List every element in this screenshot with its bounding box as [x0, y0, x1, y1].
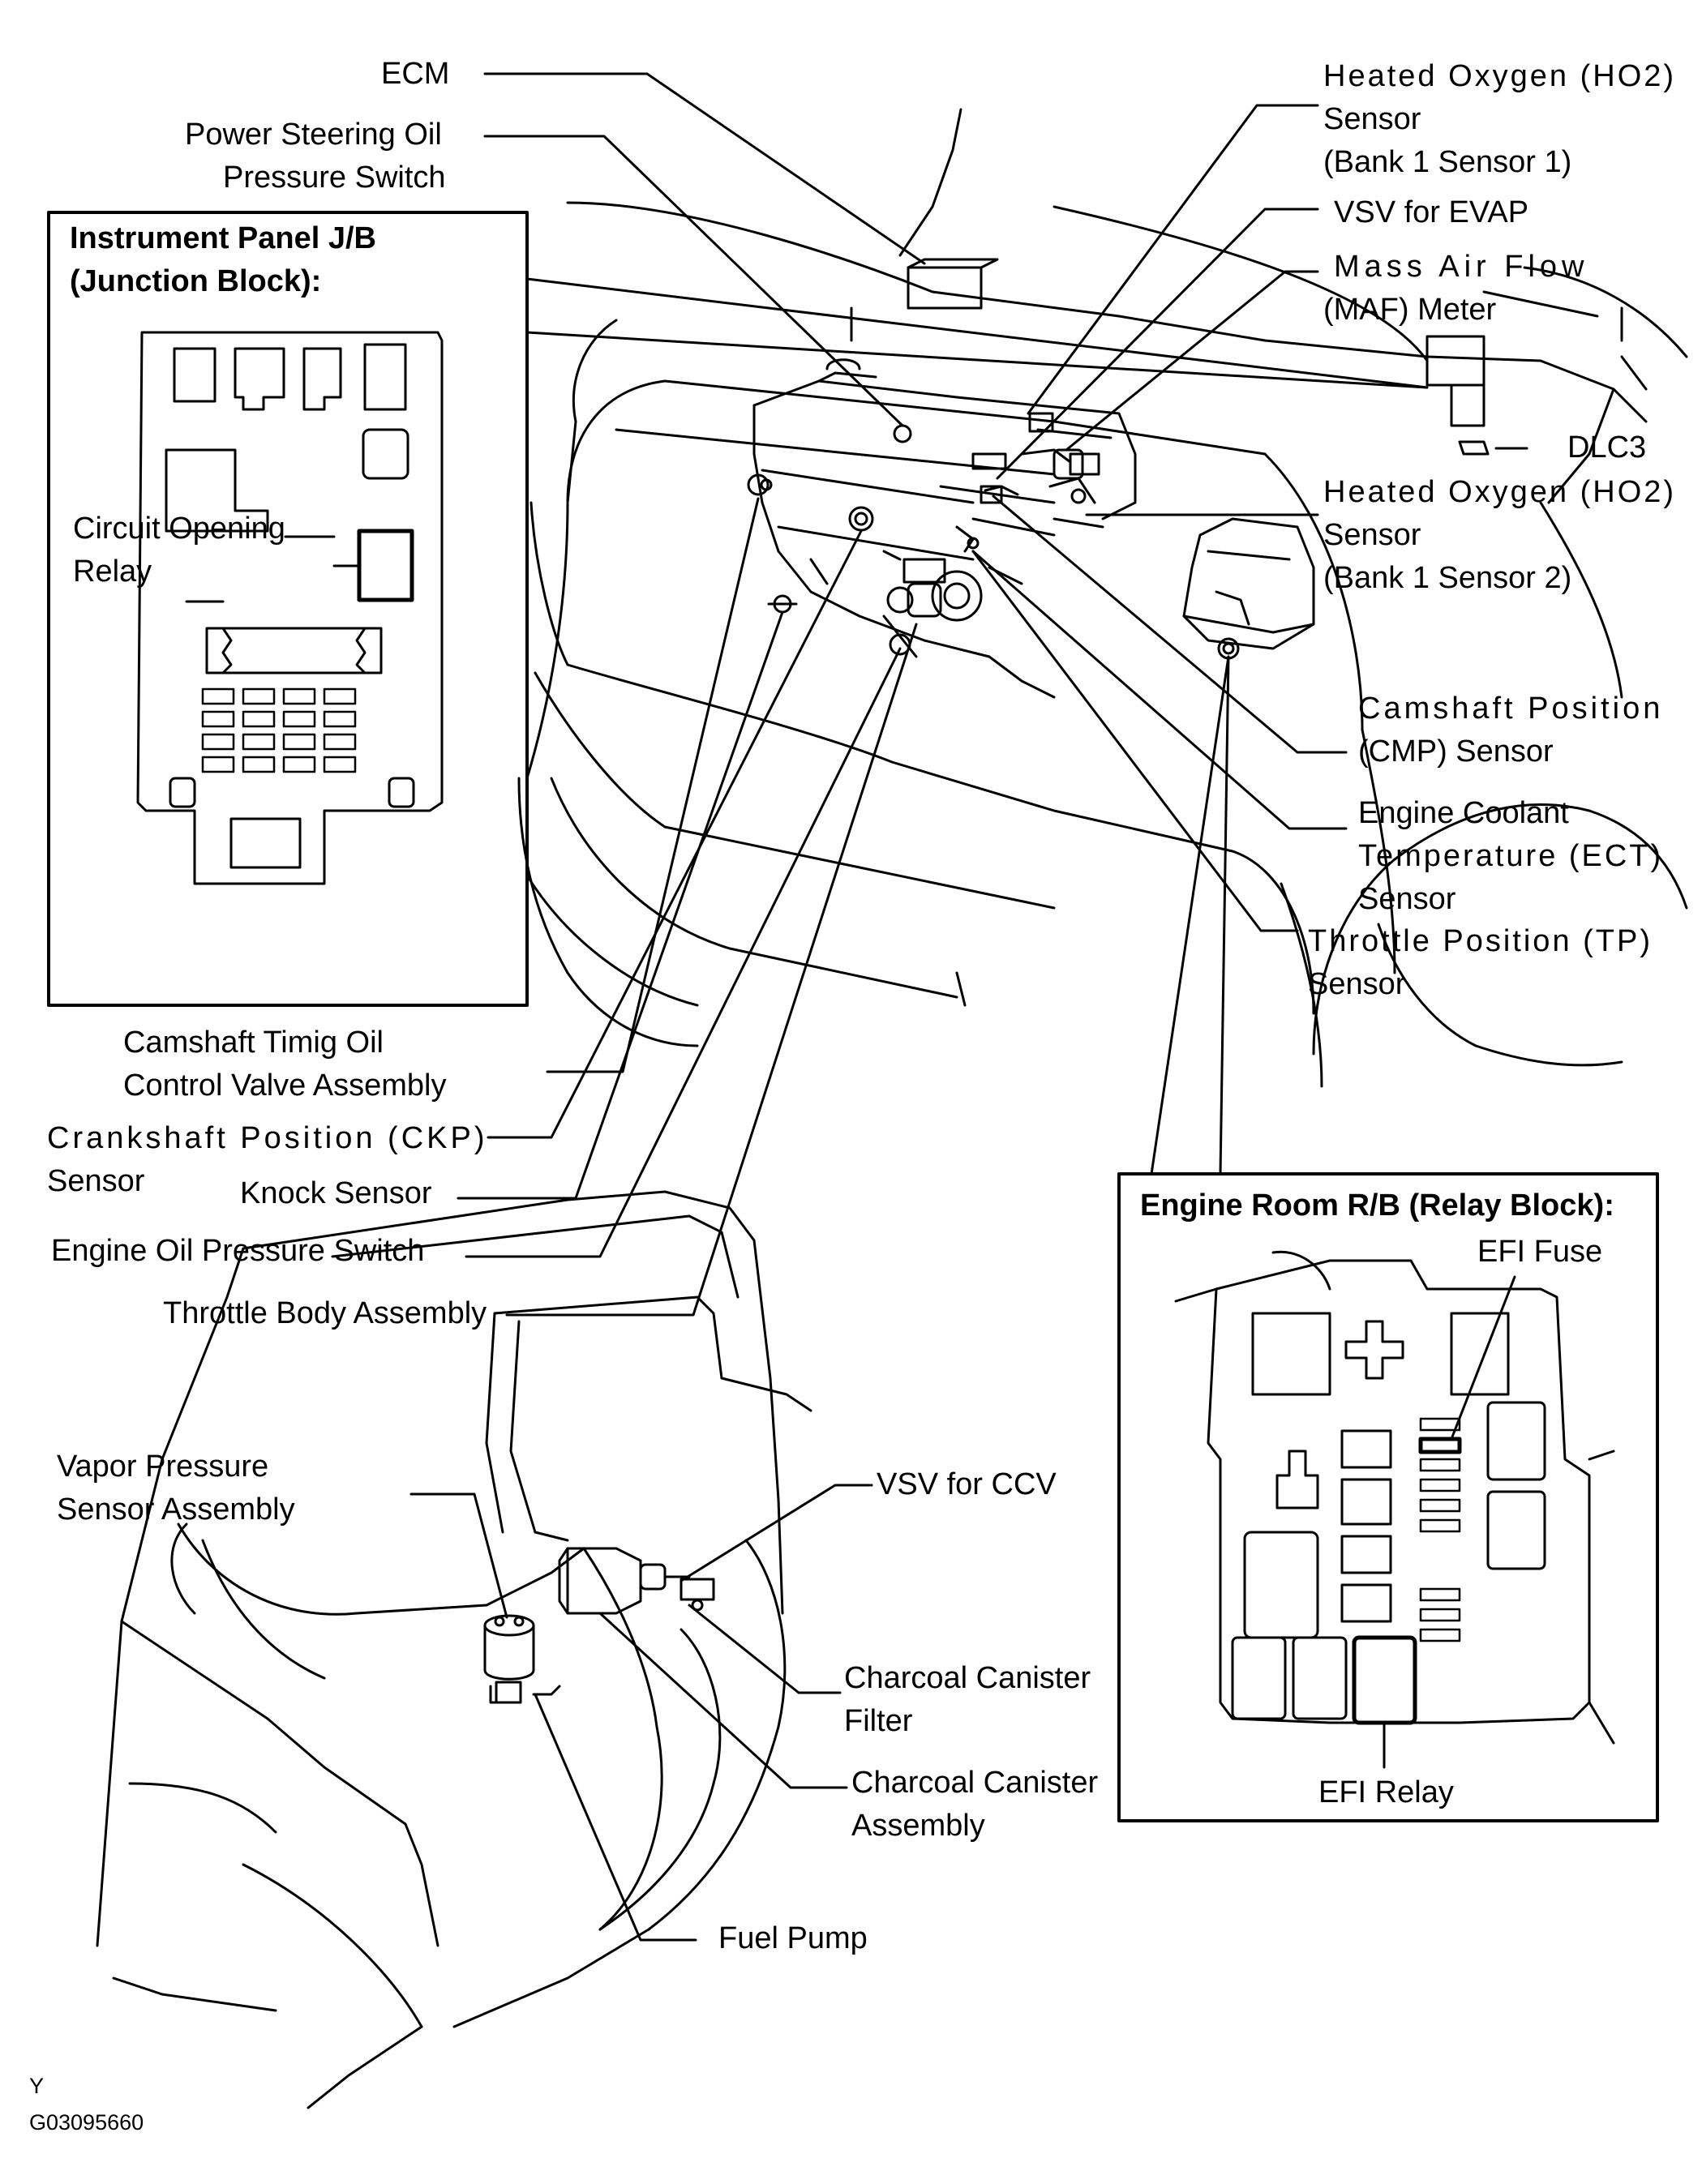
label-maf-line1: Mass Air Flow [1334, 250, 1589, 284]
engine-outline [747, 258, 1490, 699]
label-vapor-line1: Vapor Pressure [57, 1450, 269, 1484]
label-ho2-s2-line1: Heated Oxygen (HO2) [1323, 475, 1677, 509]
label-ocv-line1: Camshaft Timig Oil [123, 1026, 384, 1060]
label-ps-switch-line1: Power Steering Oil [185, 118, 442, 152]
label-ckp-line1: Crankshaft Position (CKP) [47, 1121, 488, 1155]
leader-lines [185, 72, 1528, 1942]
circuit-opening-relay-line1: Circuit Opening [73, 512, 285, 546]
label-canister-assy-line1: Charcoal Canister [851, 1766, 1099, 1800]
junction-block-fuse-grid [201, 687, 357, 773]
label-fuel-pump: Fuel Pump [718, 1921, 868, 1955]
label-throttle-body: Throttle Body Assembly [163, 1296, 487, 1330]
label-ps-switch-line2: Pressure Switch [223, 161, 446, 195]
evap-parts [483, 1547, 715, 1704]
junction-block-drawing [136, 331, 444, 885]
label-ho2-s1-line3: (Bank 1 Sensor 1) [1323, 145, 1572, 179]
label-ckp-line2: Sensor [47, 1164, 145, 1198]
label-vapor-line2: Sensor Assembly [57, 1492, 295, 1527]
circuit-opening-relay-line2: Relay [73, 555, 152, 589]
label-canister-assy-line2: Assembly [851, 1809, 985, 1843]
relay-block-frame [1117, 1172, 1659, 1822]
label-ect-line3: Sensor [1358, 882, 1456, 916]
label-ho2-s1-line1: Heated Oxygen (HO2) [1323, 59, 1677, 93]
label-cmp-line2: (CMP) Sensor [1358, 734, 1554, 769]
label-ect-line2: Temperature (ECT) [1358, 839, 1664, 873]
label-ho2-s2-line2: Sensor [1323, 518, 1421, 552]
label-ho2-s1-line2: Sensor [1323, 102, 1421, 136]
label-efi-fuse: EFI Fuse [1477, 1235, 1603, 1269]
label-tp-line1: Throttle Position (TP) [1308, 924, 1653, 958]
label-ecm: ECM [381, 57, 450, 91]
label-ocv-line2: Control Valve Assembly [123, 1068, 447, 1103]
label-cmp-line1: Camshaft Position [1358, 692, 1664, 726]
footer-mark: Y [29, 2074, 45, 2098]
label-canister-filter-line2: Filter [844, 1704, 913, 1738]
junction-block-frame [47, 211, 529, 1007]
relay-block-drawing [1174, 1250, 1615, 1745]
relay-block-title: Engine Room R/B (Relay Block): [1140, 1188, 1614, 1223]
label-tp-line2: Sensor [1308, 967, 1406, 1001]
label-vsv-evap: VSV for EVAP [1334, 195, 1529, 229]
label-maf-line2: (MAF) Meter [1323, 293, 1497, 327]
label-knock-sensor: Knock Sensor [240, 1176, 432, 1210]
label-efi-relay: EFI Relay [1318, 1775, 1454, 1809]
junction-block-title-line2: (Junction Block): [70, 264, 322, 298]
label-ect-line1: Engine Coolant [1358, 796, 1569, 830]
label-dlc3: DLC3 [1567, 430, 1647, 465]
label-vsv-ccv: VSV for CCV [877, 1467, 1057, 1501]
figure-id: G03095660 [29, 2110, 144, 2135]
junction-block-title-line1: Instrument Panel J/B [70, 221, 376, 255]
label-canister-filter-line1: Charcoal Canister [844, 1661, 1091, 1695]
label-ho2-s2-line3: (Bank 1 Sensor 2) [1323, 561, 1572, 595]
vehicle-rear-outline [96, 1190, 812, 2109]
label-oil-pressure-switch: Engine Oil Pressure Switch [51, 1234, 425, 1268]
